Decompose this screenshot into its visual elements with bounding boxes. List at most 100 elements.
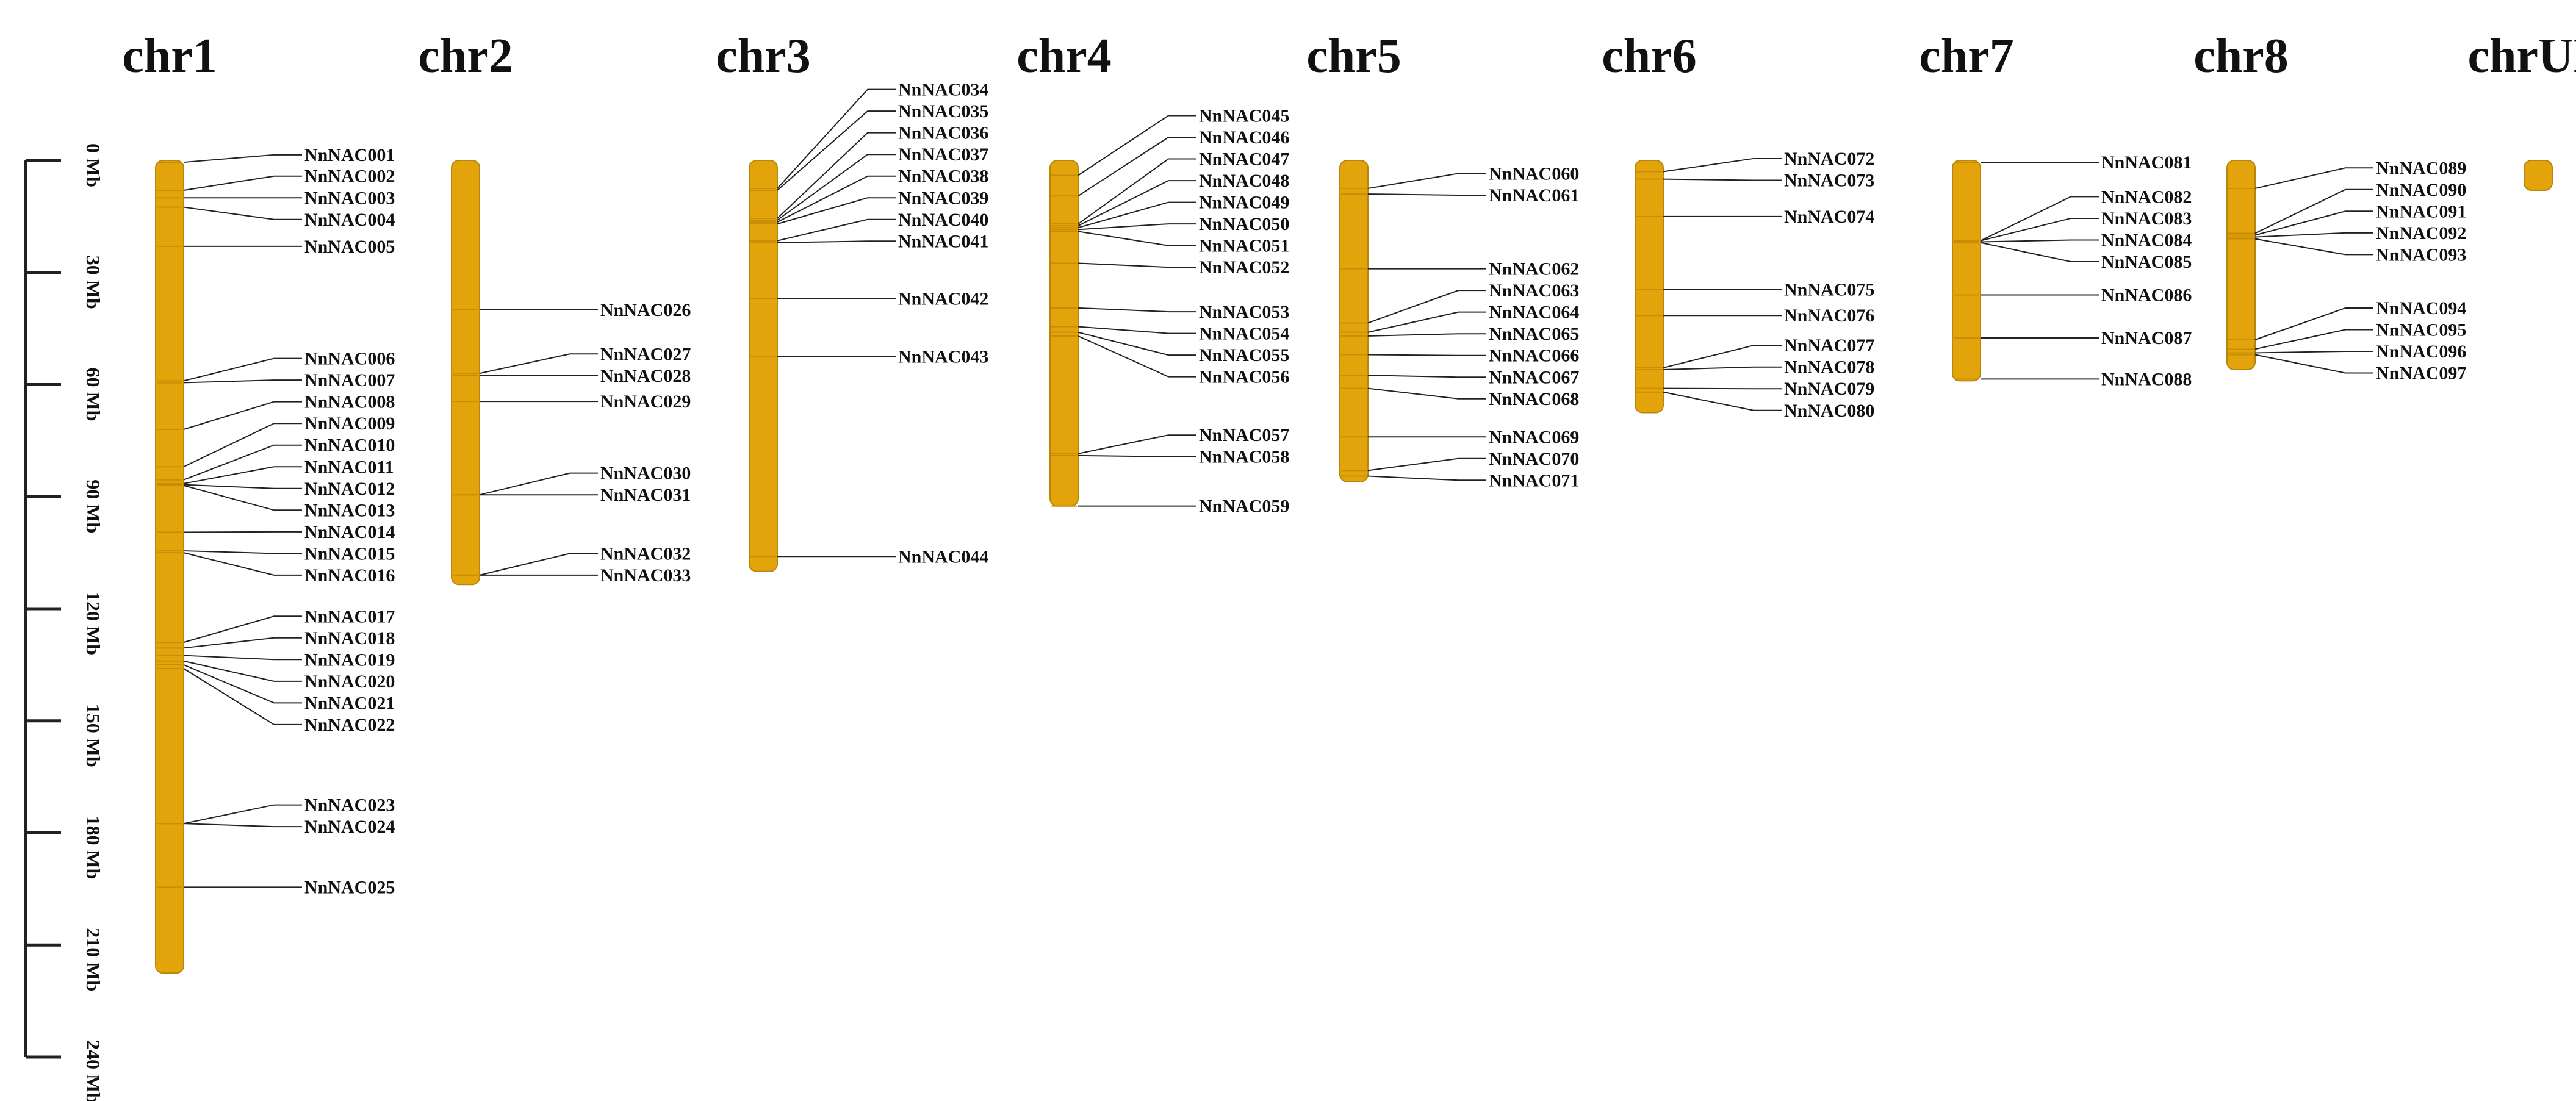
- gene-label: NnNAC001: [304, 145, 395, 165]
- gene-label: NnNAC016: [304, 565, 395, 586]
- gene-label: NnNAC051: [1199, 236, 1289, 256]
- gene-label: NnNAC078: [1784, 357, 1874, 378]
- chromosome-chr3: chr3NnNAC034NnNAC035NnNAC036NnNAC037NnNA…: [716, 29, 988, 572]
- gene-label: NnNAC031: [600, 485, 691, 505]
- gene-label: NnNAC089: [2376, 158, 2466, 178]
- chromosome-bar: [2524, 160, 2553, 191]
- gene-label: NnNAC029: [600, 392, 691, 412]
- gene-connector: [479, 472, 598, 496]
- gene-label: NnNAC038: [898, 167, 988, 187]
- chromosome-title: chrUN: [2467, 29, 2576, 83]
- chromosome-bar: [2226, 160, 2256, 370]
- gene-label: NnNAC034: [898, 80, 988, 100]
- gene-connector: [479, 375, 598, 376]
- gene-connector: [2254, 354, 2373, 374]
- gene-connector: [183, 637, 302, 649]
- gene-connector: [777, 88, 896, 189]
- gene-label: NnNAC071: [1489, 470, 1579, 490]
- gene-label: NnNAC014: [304, 522, 395, 542]
- gene-label: NnNAC040: [898, 210, 988, 230]
- scale-tick-label: 90 Mb: [82, 479, 104, 533]
- gene-connector: [2254, 350, 2373, 354]
- gene-connector: [1367, 354, 1486, 356]
- gene-label: NnNAC096: [2376, 342, 2466, 362]
- gene-label: NnNAC033: [600, 565, 691, 586]
- gene-connector: [1078, 331, 1196, 356]
- gene-connector: [777, 175, 896, 223]
- gene-connector: [2254, 307, 2373, 340]
- gene-label: NnNAC041: [898, 231, 988, 251]
- gene-label: NnNAC061: [1489, 185, 1579, 206]
- gene-label: NnNAC042: [898, 289, 988, 309]
- gene-label: NnNAC058: [1199, 447, 1289, 467]
- scale-tick-label: 240 Mb: [82, 1040, 104, 1101]
- gene-connector: [183, 379, 302, 384]
- chromosome-bar: [749, 160, 778, 572]
- gene-connector: [1078, 158, 1196, 224]
- gene-label: NnNAC055: [1199, 345, 1289, 365]
- gene-connector: [183, 655, 302, 661]
- gene-connector: [1078, 231, 1196, 246]
- gene-connector: [777, 197, 896, 225]
- gene-label: NnNAC075: [1784, 279, 1874, 299]
- gene-connector: [183, 668, 302, 725]
- gene-connector: [183, 466, 302, 484]
- chromosome-chr4: chr4NnNAC045NnNAC046NnNAC047NnNAC048NnNA…: [1016, 29, 1289, 517]
- gene-connector: [1078, 326, 1196, 334]
- gene-label: NnNAC039: [898, 188, 988, 208]
- gene-label: NnNAC006: [304, 349, 395, 369]
- gene-connector: [1078, 201, 1196, 229]
- gene-connector: [1367, 457, 1486, 472]
- gene-connector: [1663, 157, 1782, 173]
- gene-label: NnNAC073: [1784, 170, 1874, 190]
- gene-connector: [479, 353, 598, 375]
- gene-label: NnNAC020: [304, 672, 395, 692]
- gene-connector: [1980, 239, 2099, 243]
- gene-connector: [1980, 196, 2099, 242]
- gene-label: NnNAC030: [600, 464, 691, 484]
- gene-label: NnNAC094: [2376, 298, 2466, 318]
- chromosome-bar: [1952, 160, 1981, 382]
- gene-label: NnNAC024: [304, 817, 395, 837]
- gene-connector: [1367, 193, 1486, 196]
- gene-label: NnNAC080: [1784, 401, 1874, 421]
- gene-label: NnNAC021: [304, 693, 395, 713]
- gene-connector: [1980, 242, 2099, 262]
- scale-tick-label: 210 Mb: [82, 928, 104, 991]
- gene-connector: [777, 110, 896, 191]
- gene-label: NnNAC091: [2376, 201, 2466, 221]
- gene-label: NnNAC004: [304, 210, 395, 230]
- chromosome-chr7: chr7NnNAC081NnNAC082NnNAC083NnNAC084NnNA…: [1919, 29, 2192, 389]
- scale-tick-label: 30 Mb: [82, 256, 104, 309]
- chromosome-group: chr1NnNAC001NnNAC002NnNAC003NnNAC004NnNA…: [122, 29, 2576, 974]
- gene-label: NnNAC013: [304, 500, 395, 520]
- gene-label: NnNAC026: [600, 300, 691, 320]
- gene-label: NnNAC025: [304, 877, 395, 897]
- chromosome-bar: [1635, 160, 1664, 414]
- gene-connector: [1078, 434, 1196, 454]
- gene-label: NnNAC093: [2376, 245, 2466, 265]
- gene-label: NnNAC044: [898, 547, 988, 567]
- gene-label: NnNAC054: [1199, 324, 1289, 344]
- gene-label: NnNAC060: [1489, 163, 1579, 184]
- gene-connector: [479, 553, 598, 576]
- gene-connector: [1078, 262, 1196, 268]
- gene-connector: [777, 218, 896, 242]
- gene-connector: [1980, 217, 2099, 242]
- gene-label: NnNAC069: [1489, 427, 1579, 447]
- chromosome-bar: [451, 160, 480, 586]
- gene-label: NnNAC017: [304, 606, 395, 626]
- gene-connector: [1078, 223, 1196, 231]
- gene-label: NnNAC082: [2101, 187, 2192, 207]
- gene-label: NnNAC009: [304, 414, 395, 434]
- chromosome-title: chr8: [2193, 29, 2289, 83]
- gene-connector: [183, 550, 302, 554]
- gene-connector: [1367, 290, 1486, 324]
- gene-label: NnNAC081: [2101, 152, 2192, 173]
- chromosome-chrUN: chrUN: [2467, 29, 2576, 191]
- gene-connector: [2254, 210, 2373, 236]
- gene-label: NnNAC005: [304, 237, 395, 257]
- gene-connector: [183, 615, 302, 644]
- chromosome-chr5: chr5NnNAC060NnNAC061NnNAC062NnNAC063NnNA…: [1306, 29, 1579, 490]
